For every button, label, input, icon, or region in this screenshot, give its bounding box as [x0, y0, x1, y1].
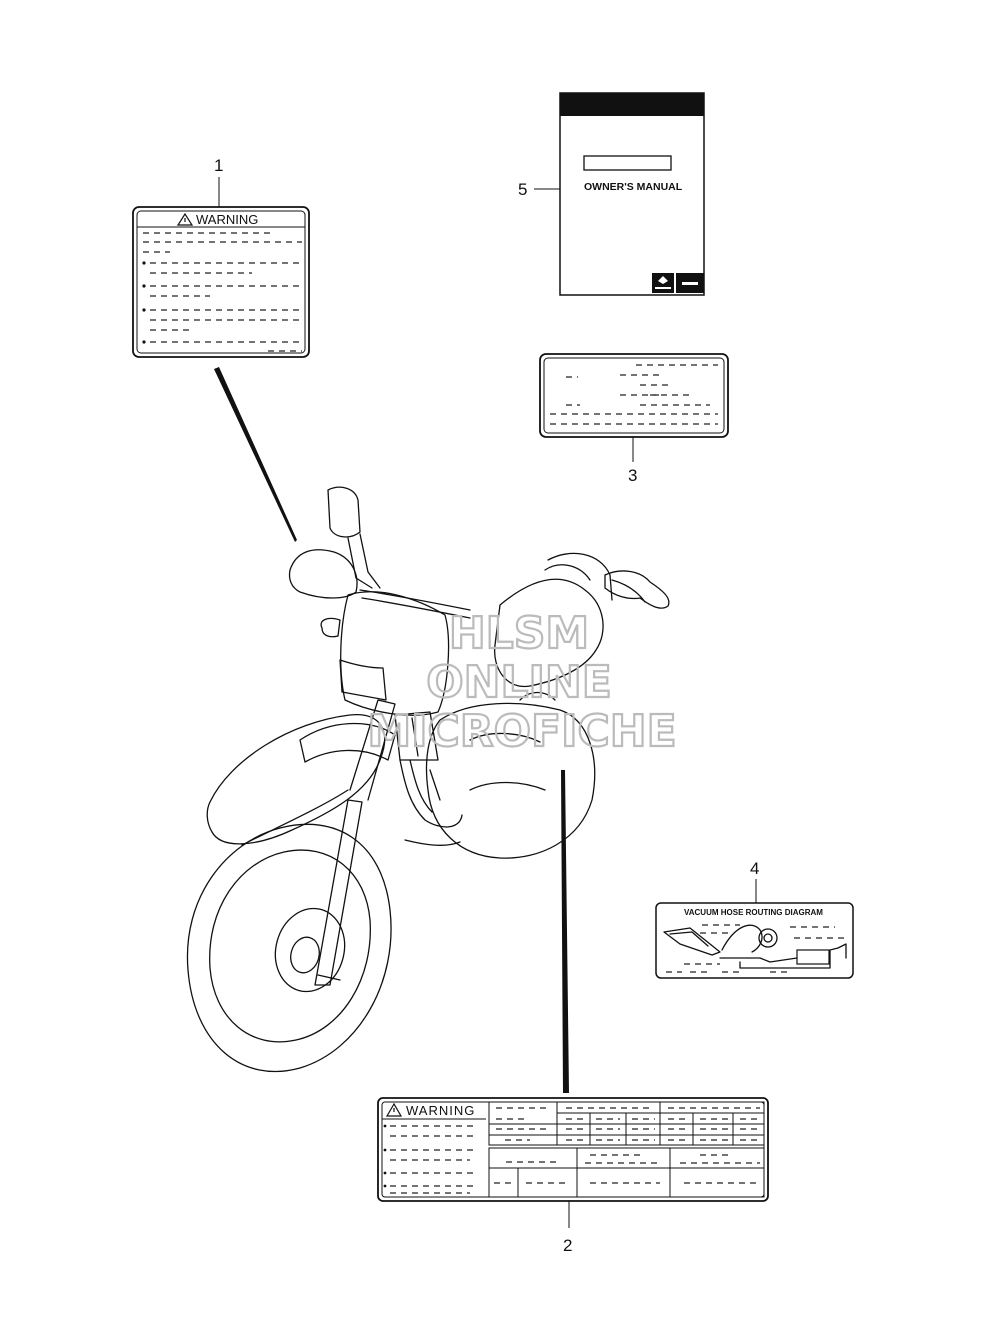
label-1-warning-sticker: 1 WARNING: [132, 156, 310, 358]
callout-3-number: 3: [628, 466, 637, 485]
watermark-line-3: MICROFICHE: [367, 706, 676, 757]
warning-triangle-icon: [176, 212, 194, 226]
suzuki-logo-icon: [652, 273, 674, 293]
label-2-warning-tire-sticker: WARNING: [377, 1097, 769, 1255]
callout-1-number: 1: [214, 156, 223, 175]
watermark-line-2: ONLINE: [426, 657, 612, 708]
leader-line-1: [214, 367, 297, 542]
item-5-owners-manual: 5 OWNER'S MANUAL: [518, 92, 705, 296]
label-2-title: WARNING: [406, 1103, 475, 1118]
callout-2-number: 2: [563, 1236, 572, 1255]
leader-line-2: [561, 770, 569, 1093]
label-4-title: VACUUM HOSE ROUTING DIAGRAM: [684, 908, 823, 917]
watermark: HLSM ONLINE MICROFICHE: [366, 607, 678, 758]
callout-4-number: 4: [750, 859, 759, 878]
watermark-line-1: HLSM: [449, 608, 589, 659]
warning-triangle-icon: [385, 1102, 403, 1117]
label-4-vacuum-hose-diagram: 4 VACUUM HOSE ROUTING DIAGRAM: [655, 859, 854, 979]
label-1-title: WARNING: [196, 212, 258, 227]
callout-5-number: 5: [518, 180, 527, 199]
label-3-information-sticker: 3: [539, 353, 729, 485]
manual-title: OWNER'S MANUAL: [584, 181, 683, 193]
motorcycle-outline: [186, 486, 670, 1073]
